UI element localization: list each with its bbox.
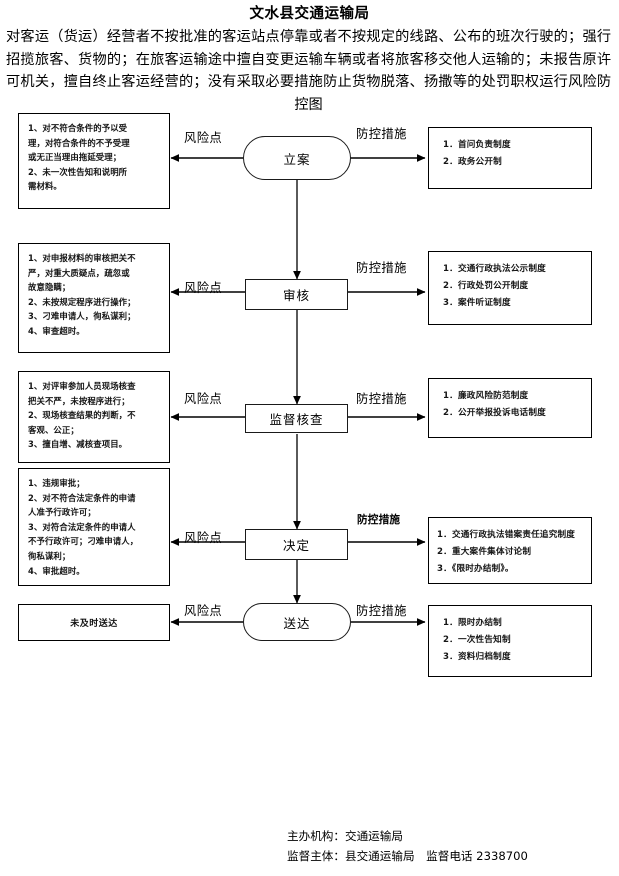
measure-line: 2．公开举报投诉电话制度 — [443, 408, 546, 418]
risk-line: 把关不严，未按程序进行； — [28, 395, 130, 406]
edge-label-risk-1: 风险点 — [184, 131, 223, 145]
risk-line: 严，对重大质疑点，疏忽或 — [28, 267, 130, 278]
risk-box-4: 1、违规审批； 2、对不符合法定条件的申请 人准予行政许可； 3、对符合法定条件… — [18, 468, 170, 586]
edge-label-measure-4: 防控措施 — [357, 514, 401, 526]
measure-box-2: 1．交通行政执法公示制度 2．行政处罚公开制度 3．案件听证制度 — [428, 251, 592, 325]
edge-label-risk-3: 风险点 — [184, 392, 223, 406]
measure-box-5: 1．限时办结制 2．一次性告知制 3．资料归档制度 — [428, 605, 592, 677]
risk-line: 4、审批超时。 — [28, 565, 85, 576]
risk-line: 3、擅自增、减核查项目。 — [28, 439, 128, 450]
measure-line: 2．政务公开制 — [443, 157, 502, 167]
risk-line: 2、现场核查结果的判断，不 — [28, 410, 136, 421]
risk-line: 1、对申报材料的审核把关不 — [28, 253, 136, 263]
risk-line: 2、未按规定程序进行操作； — [28, 296, 136, 307]
measure-line: 1．限时办结制 — [443, 618, 502, 628]
document-header: 文水县交通运输局 对客运（货运）经营者不按批准的客运站点停靠或者不按规定的线路、… — [0, 0, 619, 116]
risk-line: 徇私谋利； — [28, 550, 71, 561]
edge-label-measure-2: 防控措施 — [356, 261, 407, 275]
measure-line: 1．廉政风险防范制度 — [443, 391, 529, 401]
measure-line: 3．《限时办结制》。 — [437, 564, 514, 574]
process-node-jiandu[interactable]: 监督核查 — [245, 404, 348, 433]
risk-box-1: 1、对不符合条件的予以受 理，对符合条件的不予受理 或无正当理由拖延受理； 2、… — [18, 113, 170, 209]
risk-box-3: 1、对评审参加人员现场核查 把关不严，未按程序进行； 2、现场核查结果的判断，不… — [18, 371, 170, 463]
risk-line: 3、刁难申请人，徇私谋利； — [28, 311, 136, 322]
edge-label-measure-3: 防控措施 — [356, 392, 407, 406]
measure-line: 1．交通行政执法错案责任追究制度 — [437, 530, 576, 540]
page-subtitle: 对客运（货运）经营者不按批准的客运站点停靠或者不按规定的线路、公布的班次行驶的；… — [6, 29, 611, 113]
measure-line: 3．资料归档制度 — [443, 652, 511, 662]
risk-line: 客观、公正； — [28, 424, 79, 435]
measure-line: 2．行政处罚公开制度 — [443, 281, 529, 291]
footer-supervisor: 监督主体：县交通运输局 监督电话 2338700 — [287, 849, 528, 863]
risk-line: 或无正当理由拖延受理； — [28, 152, 122, 163]
edge-label-measure-1: 防控措施 — [356, 127, 407, 141]
process-node-jueding[interactable]: 决定 — [245, 529, 348, 560]
risk-line: 4、审查超时。 — [28, 325, 85, 336]
risk-line: 3、对符合法定条件的申请人 — [28, 521, 136, 532]
document-footer: 主办机构：交通运输局 监督主体：县交通运输局 监督电话 2338700 — [0, 826, 619, 866]
risk-line: 需材料。 — [28, 181, 62, 192]
measure-box-4: 1．交通行政执法错案责任追究制度 2．重大案件集体讨论制 3．《限时办结制》。 — [428, 517, 592, 584]
measure-line: 3．案件听证制度 — [443, 298, 511, 308]
edge-label-risk-5: 风险点 — [184, 604, 223, 618]
risk-line: 人准予行政许可； — [28, 507, 96, 518]
risk-line: 1、违规审批； — [28, 478, 85, 488]
risk-line: 2、对不符合法定条件的申请 — [28, 492, 136, 503]
measure-line: 2．一次性告知制 — [443, 635, 511, 645]
risk-box-2: 1、对申报材料的审核把关不 严，对重大质疑点，疏忽或 故意隐瞒； 2、未按规定程… — [18, 243, 170, 353]
risk-line: 故意隐瞒； — [28, 282, 71, 293]
risk-line: 1、对不符合条件的予以受 — [28, 123, 128, 133]
risk-line: 2、未一次性告知和说明所 — [28, 166, 128, 177]
edge-label-risk-4: 风险点 — [184, 531, 223, 545]
page-title: 文水县交通运输局 — [249, 6, 370, 22]
measure-box-3: 1．廉政风险防范制度 2．公开举报投诉电话制度 — [428, 378, 592, 438]
edge-label-risk-2: 风险点 — [184, 281, 223, 295]
risk-box-5: 未及时送达 — [18, 604, 170, 641]
footer-organizer: 主办机构：交通运输局 — [287, 829, 403, 843]
measure-box-1: 1．首问负责制度 2．政务公开制 — [428, 127, 592, 189]
risk-line: 不予行政许可；刁难申请人， — [28, 536, 139, 547]
measure-line: 1．首问负责制度 — [443, 140, 511, 150]
edge-label-measure-5: 防控措施 — [356, 604, 407, 618]
risk-line: 理，对符合条件的不予受理 — [28, 137, 130, 148]
process-node-liap[interactable]: 立案 — [243, 136, 351, 180]
measure-line: 2．重大案件集体讨论制 — [437, 547, 532, 557]
measure-line: 1．交通行政执法公示制度 — [443, 264, 546, 274]
risk-line: 未及时送达 — [70, 619, 118, 629]
process-node-shenhe[interactable]: 审核 — [245, 279, 348, 310]
process-node-songda[interactable]: 送达 — [243, 603, 351, 641]
risk-line: 1、对评审参加人员现场核查 — [28, 381, 136, 391]
